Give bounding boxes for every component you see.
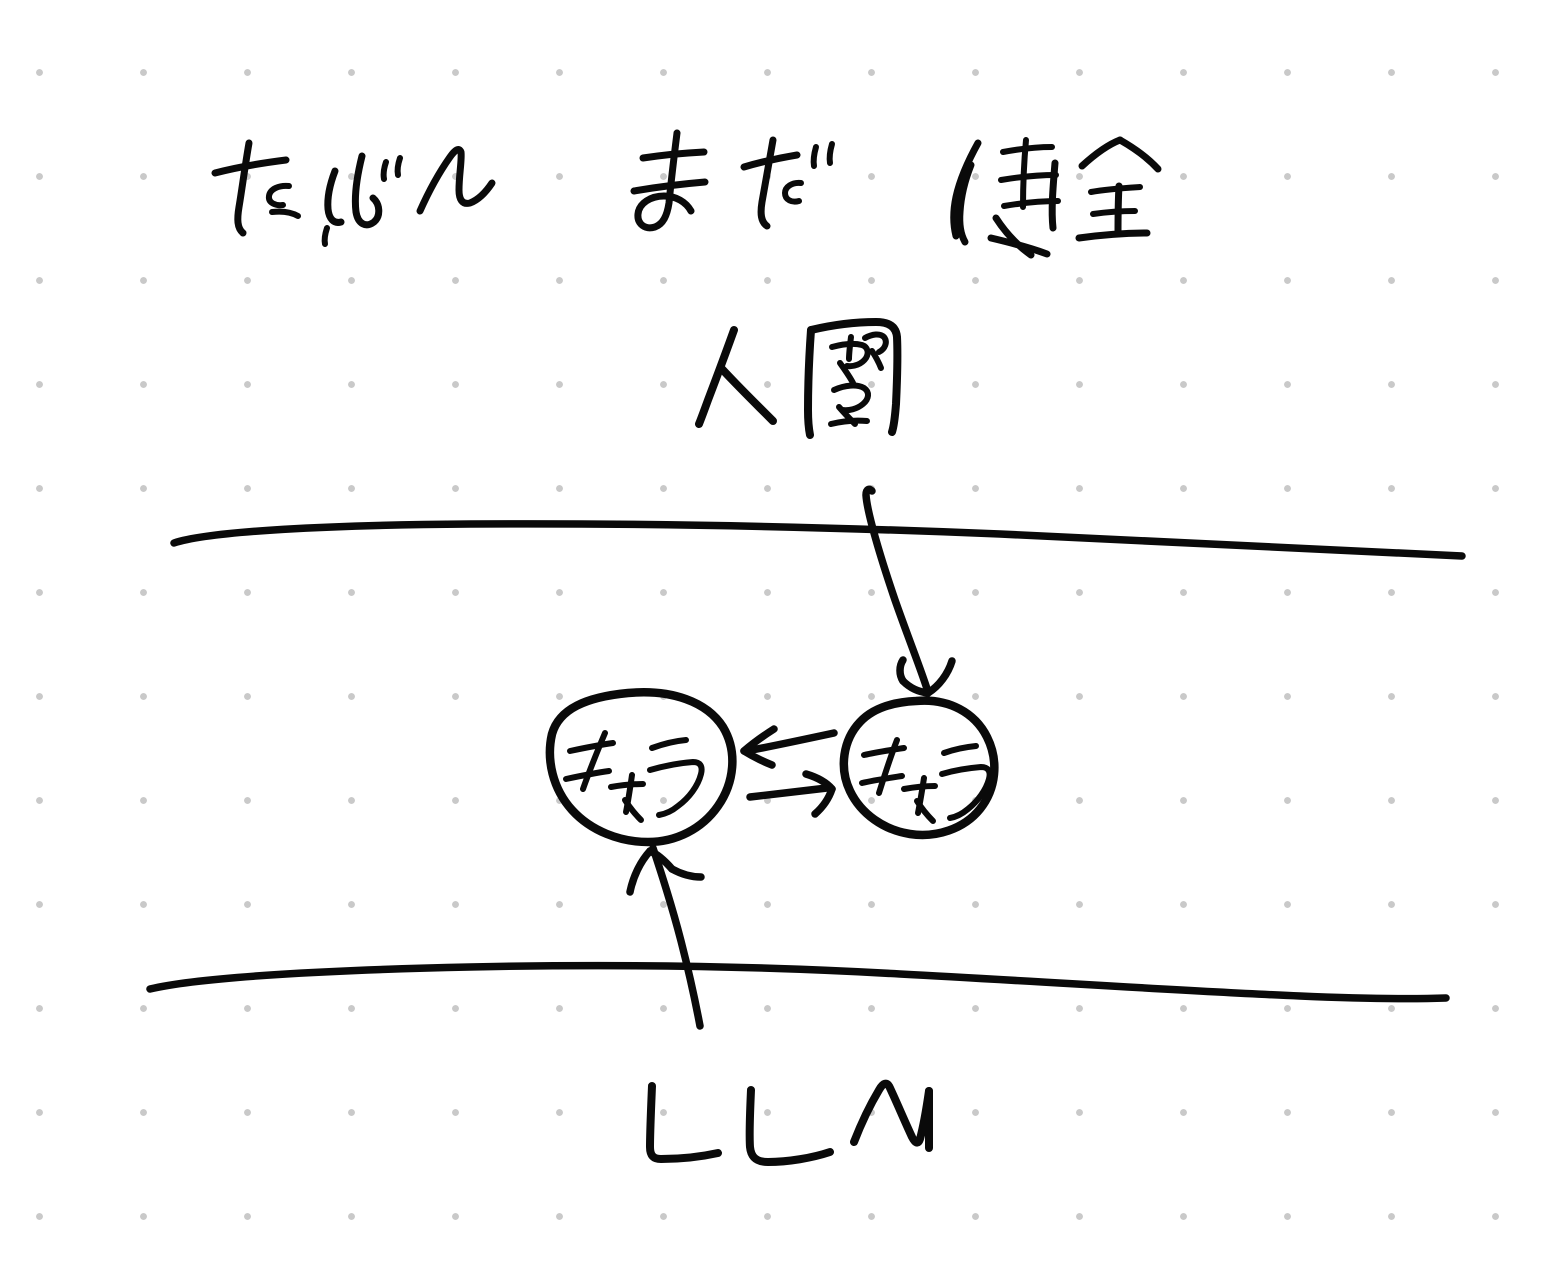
arrow-right-to-left-persona bbox=[740, 725, 838, 769]
glyph-da bbox=[740, 136, 835, 230]
headline-text bbox=[211, 129, 1162, 259]
arrow-left-to-right-persona bbox=[746, 770, 836, 818]
arrow-llm-to-left-persona bbox=[626, 844, 705, 1030]
right-persona-blob[interactable] bbox=[839, 696, 999, 840]
right-persona-text-glyphs bbox=[859, 737, 993, 824]
glyph-n bbox=[416, 146, 496, 215]
glyph-zen bbox=[1075, 136, 1162, 242]
left-persona-text-glyphs bbox=[563, 730, 705, 823]
glyph-bu bbox=[321, 152, 403, 247]
glyph-ma bbox=[630, 129, 709, 232]
left-persona-blob[interactable] bbox=[545, 688, 737, 847]
label-llm-glyphs bbox=[646, 1079, 933, 1166]
glyph-ken bbox=[950, 137, 1061, 259]
glyph-ta bbox=[211, 139, 301, 237]
upper-divider-line bbox=[170, 520, 1466, 560]
label-human-glyphs bbox=[695, 318, 902, 439]
lower-divider-line bbox=[146, 961, 1450, 1003]
arrow-human-to-right-persona bbox=[862, 485, 956, 697]
